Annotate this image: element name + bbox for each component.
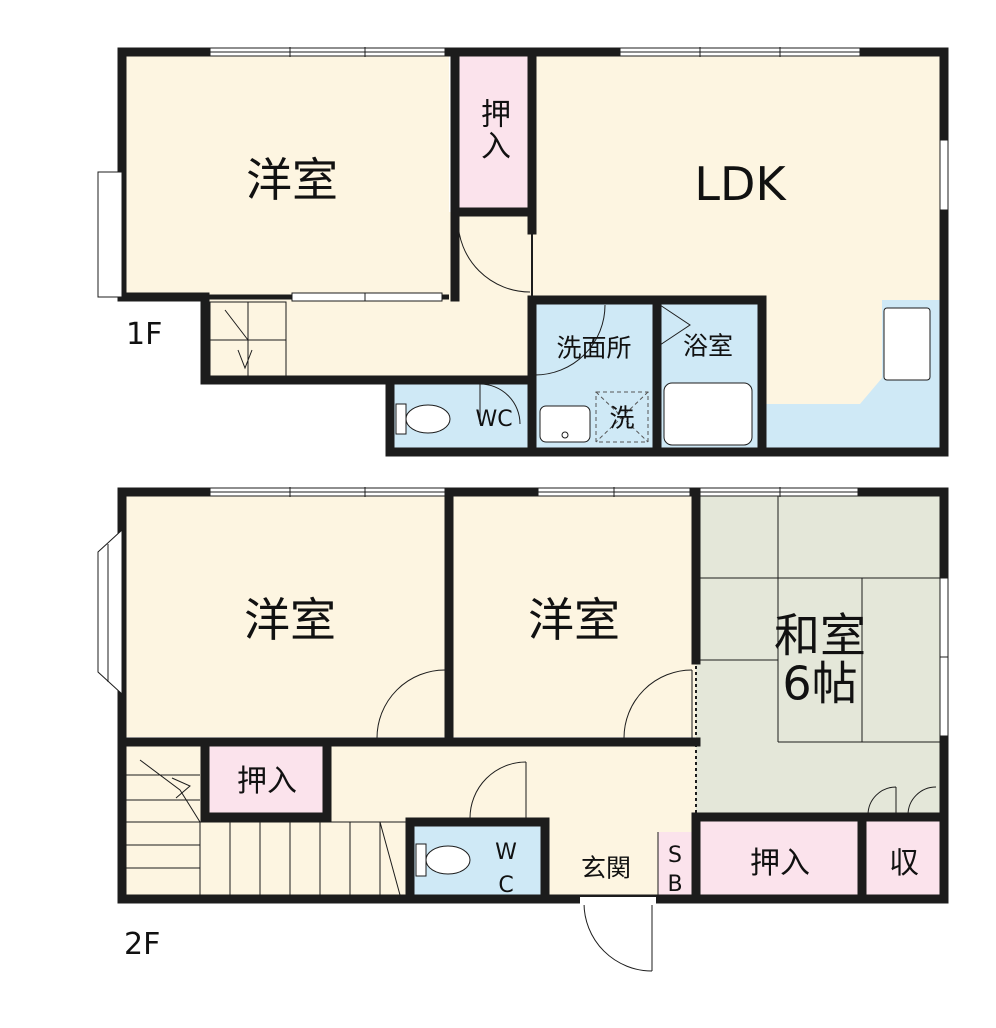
bathtub-icon	[663, 382, 753, 446]
closet-1f-fill	[455, 52, 532, 212]
room-label-laundry: 洗	[609, 403, 635, 433]
japanese-room-fill	[696, 492, 944, 817]
room-label-closet-1f: 押入	[475, 98, 510, 162]
doors-2f	[376, 669, 937, 972]
room-label-western-1f: 洋室	[246, 153, 338, 207]
shoe-box-fill	[658, 832, 696, 899]
tatami-lines	[700, 492, 944, 743]
bay-window	[97, 528, 123, 696]
fixtures-1f	[395, 307, 931, 446]
toilet-2f-icon	[415, 843, 471, 877]
room-label-closet-left-2f: 押入	[237, 764, 297, 799]
room-label-closet-right-2f: 押入	[750, 846, 810, 881]
stairs-1f	[209, 301, 287, 377]
closet-right-fill	[696, 817, 862, 899]
closet-left-fill	[205, 742, 327, 817]
room-label-shoe-box: SB	[667, 843, 683, 897]
room-label-western-mid-2f: 洋室	[528, 593, 620, 647]
room-label-bath: 浴室	[682, 331, 734, 361]
floor-label-1f: 1F	[126, 317, 163, 352]
floor-label-2f: 2F	[124, 927, 161, 962]
floor-2f	[97, 487, 949, 972]
western-mid-fill	[453, 492, 696, 737]
sink-icon	[883, 307, 931, 381]
room-label-wc-1f: WC	[475, 407, 513, 432]
room-label-japanese: 和室 6帖	[774, 608, 866, 711]
room-label-storage: 収	[889, 846, 919, 881]
entrance-opening	[580, 897, 656, 905]
room-label-entrance: 玄関	[580, 853, 632, 883]
laundry-space	[595, 391, 649, 443]
ldk-fill-top	[532, 52, 944, 300]
floor-1f	[97, 47, 949, 457]
doors-1f	[457, 219, 691, 425]
room-label-wc-2f: WC	[495, 840, 517, 898]
room-label-washroom: 洗面所	[556, 333, 632, 363]
storage-fill	[862, 817, 944, 899]
walls-1f	[117, 47, 949, 457]
stairs-2f	[126, 759, 406, 896]
windows-2f	[97, 487, 949, 737]
wash-basin-icon	[539, 405, 591, 443]
room-label-ldk: LDK	[694, 157, 786, 211]
room-label-western-left-2f: 洋室	[244, 593, 336, 647]
windows-1f	[97, 47, 949, 302]
western-left-fill	[122, 492, 447, 737]
toilet-icon	[405, 404, 451, 434]
